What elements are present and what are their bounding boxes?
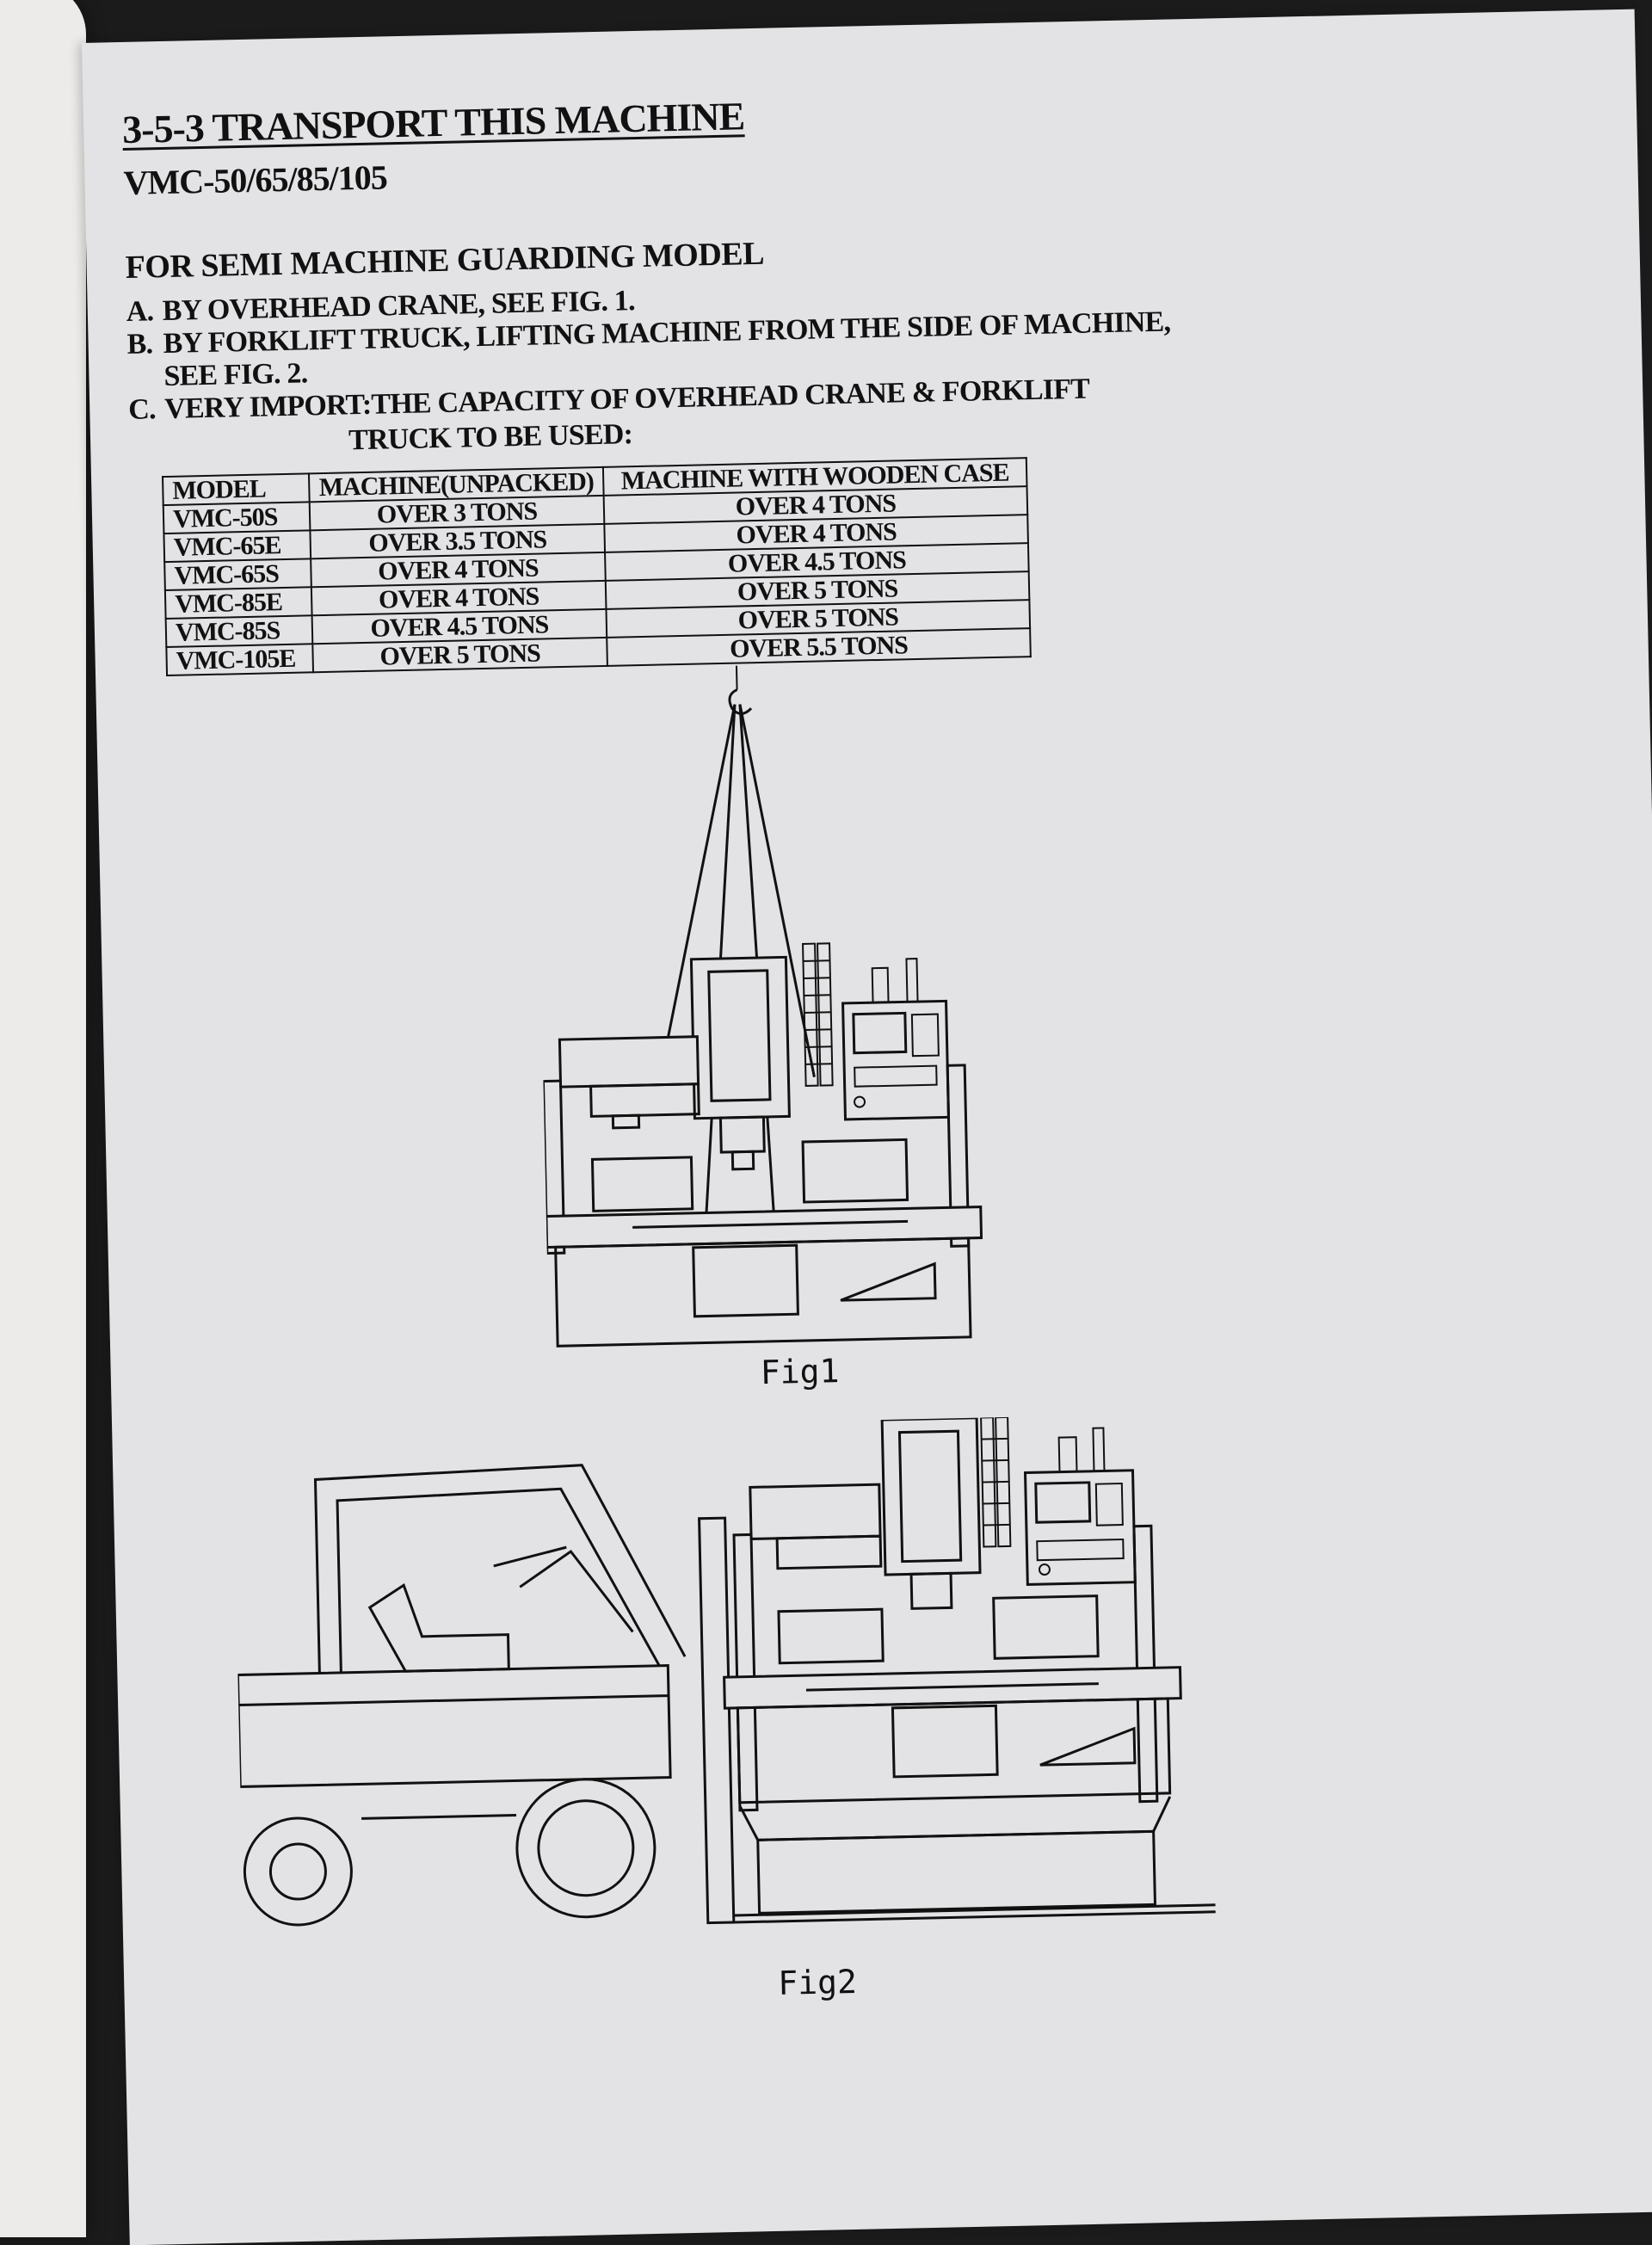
previous-page-edge	[0, 0, 86, 2237]
fig1-label: Fig1	[760, 1352, 840, 1392]
fig2-forklift-drawing	[236, 1415, 1216, 1927]
machine-table	[545, 1205, 983, 1249]
item-letter: A.	[126, 295, 154, 328]
forklift-mast	[698, 1516, 736, 1925]
machine-column	[689, 955, 791, 1120]
instruction-list: A. BY OVERHEAD CRANE, SEE FIG. 1. B. BY …	[126, 269, 1333, 427]
control-panel	[841, 999, 951, 1121]
table-cell: VMC-50S	[163, 502, 311, 534]
fig1-crane-drawing	[541, 665, 983, 1348]
item-letter: B.	[126, 328, 153, 361]
table-cell: VMC-65E	[163, 530, 311, 563]
table-cell: OVER 5 TONS	[312, 637, 607, 673]
capacity-table: MODEL MACHINE(UNPACKED) MACHINE WITH WOO…	[162, 457, 1032, 676]
table-cell: VMC-85E	[164, 587, 312, 620]
model-list: VMC-50/65/85/105	[123, 157, 388, 202]
column-header: MODEL	[163, 473, 310, 506]
item-letter	[127, 361, 164, 394]
table-cell: VMC-85S	[165, 615, 313, 648]
table-cell: VMC-65S	[164, 558, 311, 591]
crane-hook-icon	[728, 665, 753, 715]
table-cell: VMC-105E	[166, 644, 314, 676]
fig2-label: Fig2	[777, 1962, 858, 2002]
item-letter: C.	[127, 393, 157, 426]
manual-page: 3-5-3 TRANSPORT THIS MACHINE VMC-50/65/8…	[82, 9, 1652, 2245]
machine-on-forks	[723, 1415, 1182, 1915]
forklift-fork	[733, 1910, 1216, 1924]
section-heading: FOR SEMI MACHINE GUARDING MODEL	[125, 235, 765, 286]
bellows	[802, 942, 834, 1087]
item-c-continuation: TRUCK TO BE USED:	[348, 418, 633, 457]
page-title: 3-5-3 TRANSPORT THIS MACHINE	[121, 94, 745, 151]
forklift-icon	[236, 1464, 687, 1927]
